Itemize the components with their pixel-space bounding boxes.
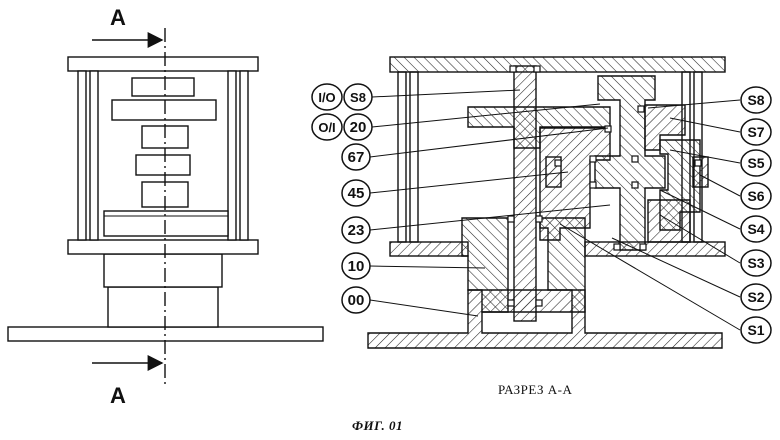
bottom-disc xyxy=(104,211,228,236)
lower-plate-left xyxy=(390,242,468,256)
label-s8-left: S8 xyxy=(344,84,372,110)
section-caption: РАЗРЕЗ А-А xyxy=(498,382,572,398)
svg-text:S4: S4 xyxy=(747,221,764,237)
label-io: I/O xyxy=(312,84,342,110)
frame-post xyxy=(410,72,418,242)
svg-text:S5: S5 xyxy=(747,155,764,171)
section-marker-top: A xyxy=(110,5,126,30)
svg-text:45: 45 xyxy=(348,185,365,202)
left-label-bubbles: I/O S8 O/I 20 67 45 23 10 xyxy=(312,84,372,313)
frame-post xyxy=(398,72,406,242)
svg-text:20: 20 xyxy=(350,119,367,136)
label-45: 45 xyxy=(342,180,370,206)
disc xyxy=(132,78,194,96)
lower-plate-right xyxy=(585,242,725,256)
svg-text:O/I: O/I xyxy=(318,120,335,135)
label-s8-right: S8 xyxy=(741,87,771,113)
label-20: 20 xyxy=(344,114,372,140)
right-label-bubbles: S8 S7 S5 S6 S4 S3 S2 S1 xyxy=(741,87,771,343)
label-67: 67 xyxy=(342,144,370,170)
middle-block xyxy=(104,254,222,287)
top-flange xyxy=(68,57,258,71)
svg-text:23: 23 xyxy=(348,222,365,239)
label-s4: S4 xyxy=(741,216,771,242)
block-s3 xyxy=(648,200,690,242)
svg-text:S6: S6 xyxy=(747,188,764,204)
label-oi: O/I xyxy=(312,114,342,140)
right-post-outer xyxy=(240,71,248,240)
right-post-inner xyxy=(228,71,236,240)
label-00: 00 xyxy=(342,287,370,313)
label-s2: S2 xyxy=(741,284,771,310)
label-s6: S6 xyxy=(741,183,771,209)
svg-text:S8: S8 xyxy=(350,90,366,105)
svg-text:S3: S3 xyxy=(747,255,764,271)
svg-text:S2: S2 xyxy=(747,289,764,305)
svg-text:I/O: I/O xyxy=(318,90,335,105)
lower-flange xyxy=(68,240,258,254)
section-marker-bottom: A xyxy=(110,383,126,408)
svg-text:00: 00 xyxy=(348,292,365,309)
disc xyxy=(136,155,190,175)
top-plate xyxy=(390,57,725,72)
section-view xyxy=(368,57,725,348)
label-s5: S5 xyxy=(741,150,771,176)
label-s3: S3 xyxy=(741,250,771,276)
left-post-outer xyxy=(78,71,86,240)
disc xyxy=(112,100,216,120)
label-s7: S7 xyxy=(741,119,771,145)
svg-text:S8: S8 xyxy=(747,92,764,108)
svg-text:S1: S1 xyxy=(747,322,764,338)
left-post-inner xyxy=(90,71,98,240)
label-23: 23 xyxy=(342,217,370,243)
label-10: 10 xyxy=(342,253,370,279)
svg-text:67: 67 xyxy=(348,149,365,166)
main-shaft xyxy=(514,66,536,321)
figure-caption: ФИГ. 01 xyxy=(352,418,403,434)
svg-text:10: 10 xyxy=(348,258,365,275)
base xyxy=(368,290,722,348)
label-s1: S1 xyxy=(741,317,771,343)
svg-text:S7: S7 xyxy=(747,124,764,140)
lower-block xyxy=(108,287,218,327)
